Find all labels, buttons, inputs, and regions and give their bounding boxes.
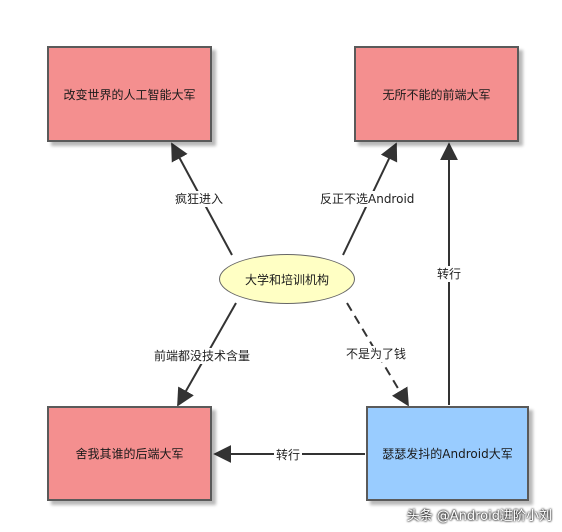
node-backend-army-label: 舍我其谁的后端大军 [75,447,184,461]
edge-label-switch-left: 转行 [274,447,303,463]
edge-label-no-tech: 前端都没技术含量 [152,348,253,364]
node-university-label: 大学和培训机构 [244,272,329,287]
node-ai-army-label: 改变世界的人工智能大军 [63,87,196,102]
node-frontend-army-label: 无所不能的前端大军 [382,87,491,102]
edge-label-crazy-enter: 疯狂进入 [173,191,226,207]
watermark: 头条 @Android进阶小刘 [406,509,552,524]
edge-to-android [346,302,409,407]
edge-label-not-android: 反正不选Android [318,191,417,207]
edge-label-switch-up: 转行 [435,266,464,282]
node-android-army: 瑟瑟发抖的Android大军 [366,406,529,501]
node-backend-army: 舍我其谁的后端大军 [47,406,212,501]
node-ai-army: 改变世界的人工智能大军 [47,46,212,142]
node-android-army-label: 瑟瑟发抖的Android大军 [382,447,513,461]
node-university: 大学和培训机构 [219,254,355,304]
edge-label-not-money: 不是为了钱 [344,346,409,362]
node-frontend-army: 无所不能的前端大军 [354,46,519,142]
